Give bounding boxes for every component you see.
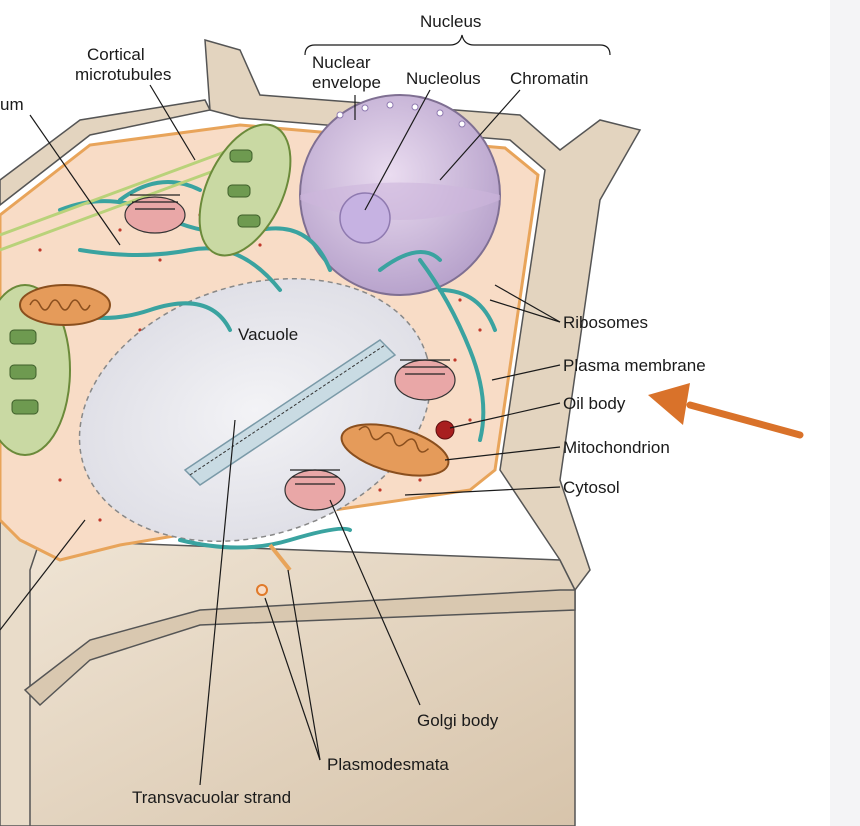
nucleus [299,94,501,296]
mitochondrion [19,284,450,477]
nucleolus [339,192,391,244]
label-plasmodesmata: Plasmodesmata [327,755,449,774]
label-er-partial: um [0,95,24,114]
label-nucleus: Nucleus [420,12,481,31]
label-mitochondrion: Mitochondrion [563,438,670,457]
leader-lines [0,34,611,786]
vacuole [78,277,432,543]
cortical-microtubules [0,148,231,252]
label-cytosol: Cytosol [563,478,620,497]
side-panel [830,0,860,826]
golgi-body [124,194,456,511]
label-cortical-2: microtubules [75,65,171,84]
label-vacuole: Vacuole [238,325,298,344]
highlight-arrow [648,383,804,439]
label-cortical-1: Cortical [87,45,145,64]
label-nuclear-envelope-1: Nuclear [312,53,371,72]
label-transvacuolar-strand: Transvacuolar strand [132,788,291,807]
oil-body [435,420,455,440]
chloroplast [0,123,292,456]
label-nucleolus: Nucleolus [406,69,481,88]
plasmodesmata [256,543,292,596]
label-golgi-body: Golgi body [417,711,499,730]
label-plasma-membrane: Plasma membrane [563,356,706,375]
label-ribosomes: Ribosomes [563,313,648,332]
label-chromatin: Chromatin [510,69,588,88]
label-nuclear-envelope-2: envelope [312,73,381,92]
transvacuolar-strand [183,339,397,486]
cell-wall [0,38,642,826]
label-oil-body: Oil body [563,394,626,413]
